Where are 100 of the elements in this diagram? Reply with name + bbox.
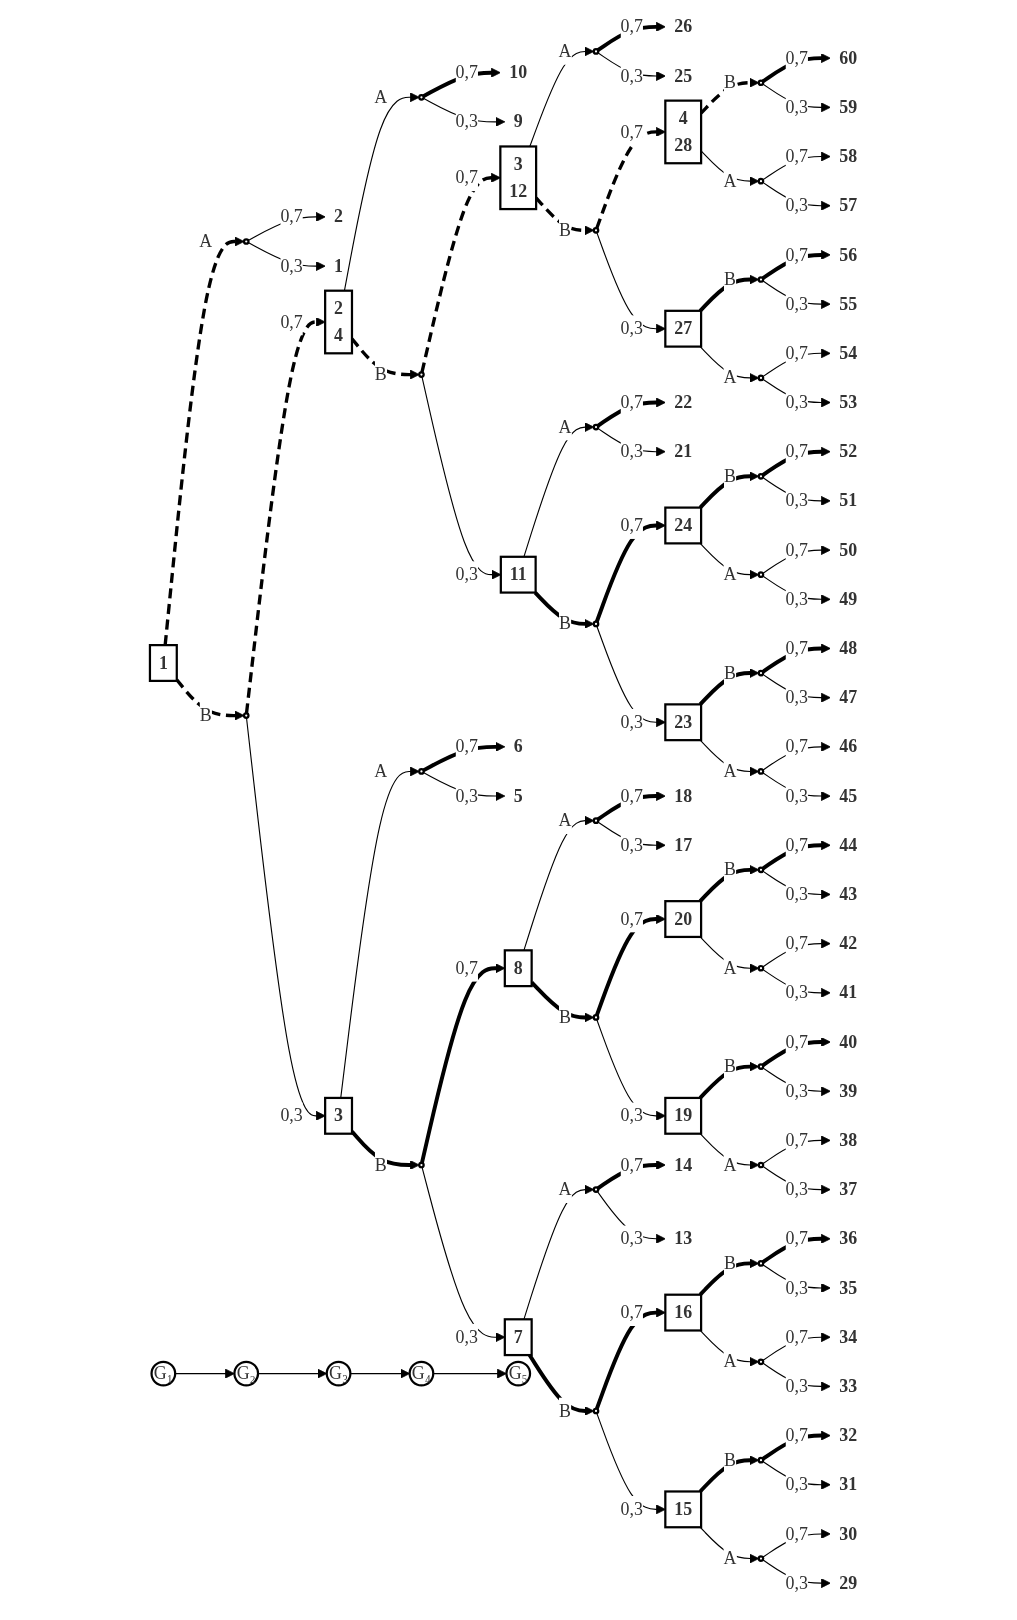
edge-label: 0,7 [786,736,809,756]
edge-label: B [724,1450,737,1470]
edge-label: 0,7 [786,1031,809,1051]
node-text: 40 [839,1031,858,1051]
node-circle: G₅ [505,1360,532,1387]
node-text: 6 [514,736,524,756]
edge-label: A [723,1154,737,1174]
edge-label: B [724,859,737,879]
edge-label: 0,7 [621,121,644,141]
node-box: 7 [504,1318,534,1357]
edge-label: A [723,958,737,978]
edge-label: 0,3 [786,490,809,510]
edge-label: 0,7 [786,146,809,166]
node-text: 60 [839,48,858,68]
node-text: 5 [514,785,524,805]
node-text: 26 [674,16,693,36]
edge-label: B [375,364,388,384]
edge-label: A [199,231,213,251]
node-circle [758,964,765,972]
arrow [175,1368,236,1379]
node-text: 34 [839,1327,858,1347]
edge-label: 0,3 [786,1573,809,1593]
edge-label: B [200,705,213,725]
node-circle [243,712,251,719]
node-text: 43 [839,884,858,904]
arrow [175,678,245,721]
edge-label: A [374,87,388,107]
arrow [699,1258,760,1297]
node-circle [593,48,600,55]
edge-label: 0,3 [786,982,809,1002]
node-text: 41 [839,982,858,1002]
node-circle [758,472,765,480]
edge-label: 0,7 [621,1302,644,1322]
node-circle: G₂ [233,1360,260,1387]
node-circle: G₁ [150,1360,177,1387]
edge-label: 0,7 [786,1425,809,1445]
node-text: 2 [334,206,344,226]
node-text: 36 [839,1228,858,1248]
node-text: 25 [674,65,693,85]
node-box: 23 [664,703,703,742]
edge-label: 0,7 [621,515,644,535]
node-text: 38 [839,1130,858,1150]
node-circle [593,1407,600,1415]
node-text: 17 [674,835,693,855]
arrow [699,668,760,706]
edge-label: 0,3 [280,1105,304,1125]
edge-label: B [559,1007,572,1027]
node-text: 57 [839,195,858,215]
node-text: 31 [839,1474,858,1494]
edge-label: A [723,761,737,781]
node-text: 45 [839,785,858,805]
edge-label: B [724,72,737,92]
node-text: 18 [674,785,693,805]
edge-label: A [723,171,737,191]
edge-label: 0,7 [456,736,479,756]
edge-label: 0,7 [621,1154,644,1174]
node-circle [593,817,600,824]
edge-label: 0,3 [456,1327,479,1347]
edge-label: B [559,613,572,633]
edge-label: 0,7 [786,638,809,658]
edge-label: 0,3 [786,1277,809,1297]
edge-label: 0,7 [621,785,644,805]
edge-label: A [723,1351,737,1371]
arrow [258,1368,328,1379]
node-box: 24 [664,506,703,545]
node-box: 1 [149,644,179,682]
edge-label: 0,3 [621,1499,644,1519]
node-text: 33 [839,1376,858,1396]
arrow [421,1166,506,1343]
edge-label: B [724,466,737,486]
edge-label: 0,7 [456,62,479,82]
node-circle [758,1555,765,1562]
edge-label: 0,7 [621,392,644,412]
edge-label: 0,3 [621,1105,644,1125]
node-box: 2 4 [324,289,354,355]
node-circle [758,1063,765,1070]
edge-label: 0,3 [786,785,809,805]
node-box: 19 [664,1096,703,1135]
arrow [350,1368,411,1379]
edge-label: 0,7 [456,958,479,978]
node-box: 3 12 [499,145,538,211]
edge-label: B [724,1056,737,1076]
arrow [433,1368,508,1379]
node-box: 11 [500,555,538,594]
edge-label: 0,3 [786,294,809,314]
edge-label: A [558,417,572,437]
edge-label: A [723,1548,737,1568]
edge-label: A [723,367,737,387]
edge-label: B [559,220,572,240]
node-circle [758,669,765,677]
edge-label: 0,7 [621,16,644,36]
node-circle [593,226,600,234]
edge-label: 0,7 [786,441,809,461]
edge-label: 0,7 [786,48,809,68]
node-box: 8 [504,949,534,988]
edge-label: B [724,269,737,289]
edge-label: 0,3 [621,835,644,855]
edge-label: B [375,1154,388,1174]
node-text: 46 [839,736,858,756]
node-text: 35 [839,1277,858,1297]
